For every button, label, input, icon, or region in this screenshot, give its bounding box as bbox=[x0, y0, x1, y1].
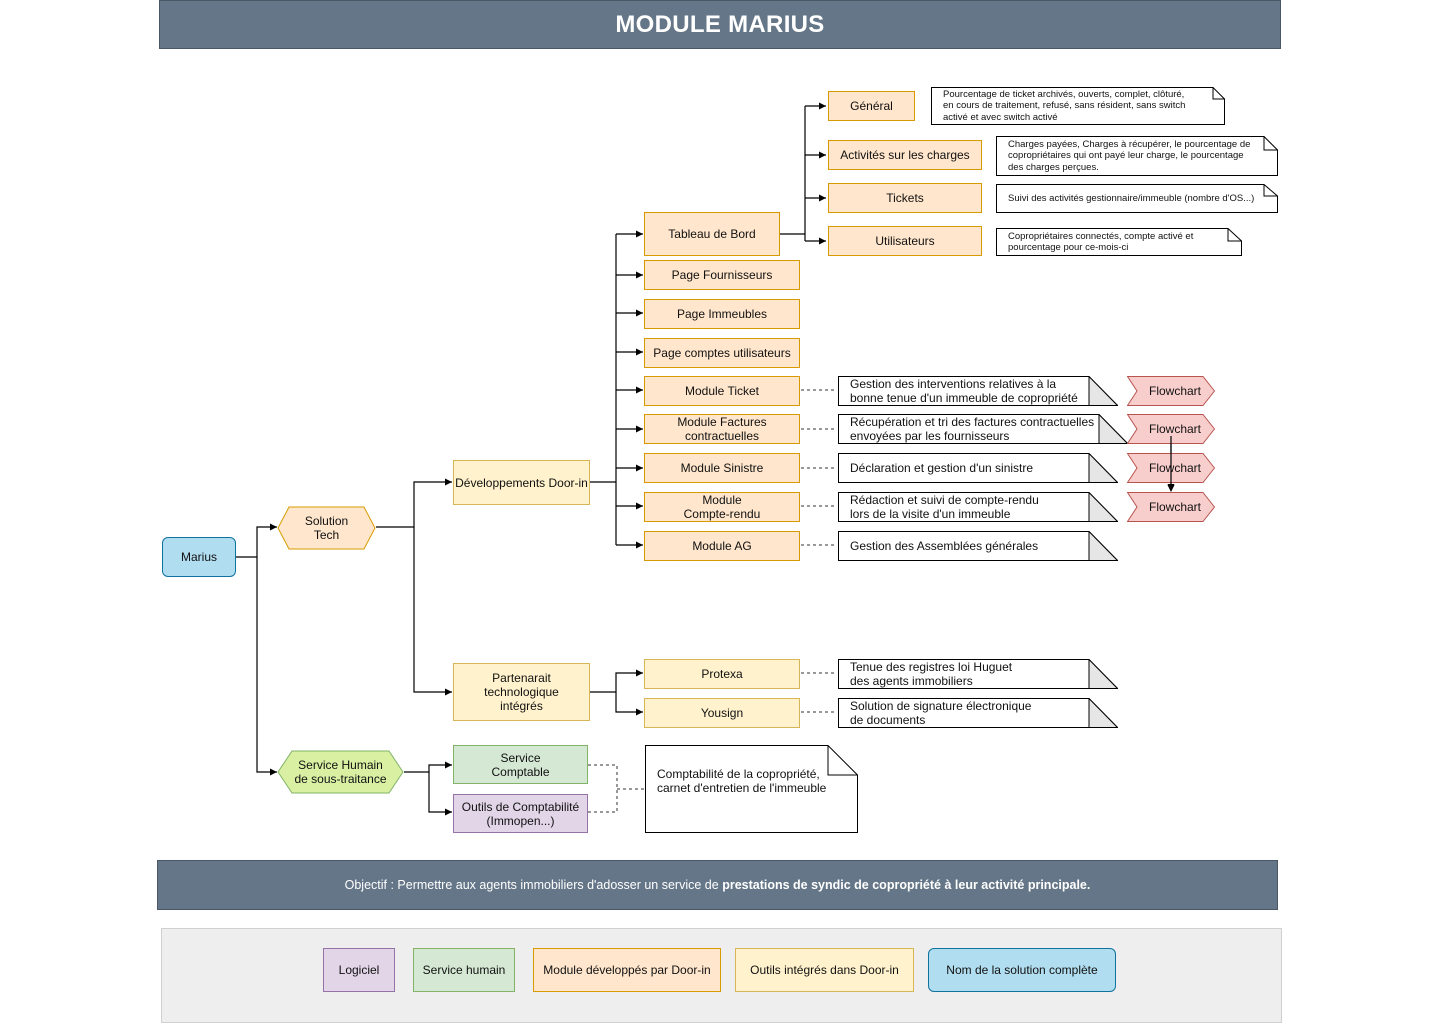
edge-marius-solution bbox=[236, 523, 277, 558]
tableau-charges-label: Activités sur les charges bbox=[840, 148, 970, 162]
note-yousign: Solution de signature électronique de do… bbox=[838, 698, 1118, 728]
flowchart-factures[interactable]: Flowchart bbox=[1127, 414, 1215, 444]
flowchart-factures-label: Flowchart bbox=[1148, 422, 1201, 436]
node-partenariat[interactable]: Partenarait technologique intégrés bbox=[453, 663, 590, 721]
module-ag[interactable]: Module AG bbox=[644, 531, 800, 561]
note-compte-rendu: Rédaction et suivi de compte-rendu lors … bbox=[838, 492, 1118, 522]
note-general: Pourcentage de ticket archivés, ouverts,… bbox=[931, 87, 1225, 125]
tableau-general-label: Général bbox=[850, 99, 893, 113]
node-marius[interactable]: Marius bbox=[162, 537, 236, 577]
module-page-comptes[interactable]: Page comptes utilisateurs bbox=[644, 338, 800, 368]
module-ticket-label: Module Ticket bbox=[684, 384, 760, 398]
note-protexa-text: Tenue des registres loi Huguet des agent… bbox=[850, 660, 1013, 688]
module-sinistre-label: Module Sinistre bbox=[680, 461, 764, 475]
legend-module-door-in-label: Module développés par Door-in bbox=[543, 963, 711, 977]
legend-logiciel-label: Logiciel bbox=[338, 963, 380, 977]
module-compte-rendu[interactable]: Module Compte-rendu bbox=[644, 492, 800, 522]
objective-prefix: Objectif : Permettre aux agents immobili… bbox=[344, 878, 723, 892]
note-utilisateurs: Copropriétaires connectés, compte activé… bbox=[996, 228, 1242, 256]
note-ticket-text: Gestion des interventions relatives à la… bbox=[850, 377, 1078, 405]
note-factures-text: Récupération et tri des factures contrac… bbox=[850, 415, 1095, 443]
objective-banner: Objectif : Permettre aux agents immobili… bbox=[157, 860, 1278, 910]
node-dev-door-in-label: Développements Door-in bbox=[455, 475, 588, 490]
module-page-fournisseurs[interactable]: Page Fournisseurs bbox=[644, 260, 800, 290]
partner-yousign[interactable]: Yousign bbox=[644, 698, 800, 728]
tableau-tickets[interactable]: Tickets bbox=[828, 183, 982, 213]
tableau-general[interactable]: Général bbox=[828, 91, 915, 121]
node-dev-door-in[interactable]: Développements Door-in bbox=[453, 460, 590, 505]
tableau-utilisateurs-label: Utilisateurs bbox=[875, 234, 935, 248]
legend-service-humain: Service humain bbox=[413, 948, 515, 992]
module-factures[interactable]: Module Factures contractuelles bbox=[644, 414, 800, 444]
flowchart-sinistre-label: Flowchart bbox=[1148, 461, 1201, 475]
tableau-charges[interactable]: Activités sur les charges bbox=[828, 140, 982, 170]
note-sinistre: Déclaration et gestion d'un sinistre bbox=[838, 453, 1118, 483]
note-tickets: Suivi des activités gestionnaire/immeubl… bbox=[996, 184, 1278, 213]
note-utilisateurs-text: Copropriétaires connectés, compte activé… bbox=[1008, 230, 1194, 254]
legend-outils-door-in: Outils intégrés dans Door-in bbox=[735, 948, 914, 992]
objective-bold: prestations de syndic de copropriété à l… bbox=[722, 878, 1091, 892]
flowchart-compte-rendu[interactable]: Flowchart bbox=[1127, 492, 1215, 522]
note-ag-text: Gestion des Assemblées générales bbox=[850, 539, 1039, 553]
note-charges-text: Charges payées, Charges à récupérer, le … bbox=[1008, 138, 1251, 173]
module-factures-label: Module Factures contractuelles bbox=[677, 415, 767, 443]
module-tableau-label: Tableau de Bord bbox=[668, 227, 756, 241]
flowchart-connector bbox=[1167, 436, 1175, 492]
module-sinistre[interactable]: Module Sinistre bbox=[644, 453, 800, 483]
node-service-humain-label: Service Humain de sous-traitance bbox=[294, 758, 387, 786]
note-factures: Récupération et tri des factures contrac… bbox=[838, 414, 1128, 444]
tableau-utilisateurs[interactable]: Utilisateurs bbox=[828, 226, 982, 256]
node-marius-label: Marius bbox=[180, 550, 217, 564]
note-general-text: Pourcentage de ticket archivés, ouverts,… bbox=[943, 88, 1186, 123]
legend-outils-door-in-label: Outils intégrés dans Door-in bbox=[750, 963, 899, 977]
note-comptabilite: Comptabilité de la copropriété, carnet d… bbox=[645, 745, 858, 833]
note-compte-rendu-text: Rédaction et suivi de compte-rendu lors … bbox=[850, 493, 1039, 521]
module-compte-rendu-label: Module Compte-rendu bbox=[683, 493, 761, 521]
edge-marius-service bbox=[256, 557, 277, 776]
note-comptabilite-text: Comptabilité de la copropriété, carnet d… bbox=[657, 767, 827, 795]
tableau-tickets-label: Tickets bbox=[886, 191, 924, 205]
module-ticket[interactable]: Module Ticket bbox=[644, 376, 800, 406]
node-service-comptable-label: Service Comptable bbox=[491, 750, 550, 779]
note-protexa: Tenue des registres loi Huguet des agent… bbox=[838, 659, 1118, 689]
node-solution-tech-label: Solution Tech bbox=[304, 514, 349, 542]
note-charges: Charges payées, Charges à récupérer, le … bbox=[996, 136, 1278, 176]
edge-solution-dev bbox=[376, 478, 452, 528]
note-yousign-text: Solution de signature électronique de do… bbox=[850, 699, 1032, 727]
note-tickets-text: Suivi des activités gestionnaire/immeubl… bbox=[1008, 192, 1255, 204]
node-partenariat-label: Partenarait technologique intégrés bbox=[484, 671, 559, 713]
module-comptes-label: Page comptes utilisateurs bbox=[653, 346, 791, 360]
partner-yousign-label: Yousign bbox=[700, 706, 744, 720]
note-ticket: Gestion des interventions relatives à la… bbox=[838, 376, 1118, 406]
node-service-humain[interactable]: Service Humain de sous-traitance bbox=[277, 750, 404, 794]
legend-solution-complete: Nom de la solution complète bbox=[928, 948, 1116, 992]
legend-module-door-in: Module développés par Door-in bbox=[533, 948, 721, 992]
edge-solution-partenariat bbox=[413, 527, 452, 696]
flowchart-ticket-label: Flowchart bbox=[1148, 384, 1201, 398]
title-banner: MODULE MARIUS bbox=[159, 0, 1281, 49]
node-service-comptable[interactable]: Service Comptable bbox=[453, 745, 588, 784]
node-outils-comptabilite-label: Outils de Comptabilité (Immopen...) bbox=[461, 799, 580, 828]
legend-logiciel: Logiciel bbox=[323, 948, 395, 992]
flowchart-compte-rendu-label: Flowchart bbox=[1148, 500, 1201, 514]
partner-protexa[interactable]: Protexa bbox=[644, 659, 800, 689]
partner-protexa-label: Protexa bbox=[701, 667, 743, 681]
note-sinistre-text: Déclaration et gestion d'un sinistre bbox=[850, 461, 1034, 475]
module-page-immeubles[interactable]: Page Immeubles bbox=[644, 299, 800, 329]
node-solution-tech[interactable]: Solution Tech bbox=[277, 506, 376, 550]
diagram-title: MODULE MARIUS bbox=[615, 10, 825, 38]
legend-solution-complete-label: Nom de la solution complète bbox=[946, 963, 1098, 977]
module-ag-label: Module AG bbox=[692, 539, 752, 553]
module-tableau-de-bord[interactable]: Tableau de Bord bbox=[644, 212, 780, 256]
note-ag: Gestion des Assemblées générales bbox=[838, 531, 1118, 561]
module-immeubles-label: Page Immeubles bbox=[676, 307, 768, 321]
module-fournisseurs-label: Page Fournisseurs bbox=[671, 268, 773, 282]
legend-service-humain-label: Service humain bbox=[422, 963, 506, 977]
flowchart-ticket[interactable]: Flowchart bbox=[1127, 376, 1215, 406]
node-outils-comptabilite[interactable]: Outils de Comptabilité (Immopen...) bbox=[453, 794, 588, 833]
